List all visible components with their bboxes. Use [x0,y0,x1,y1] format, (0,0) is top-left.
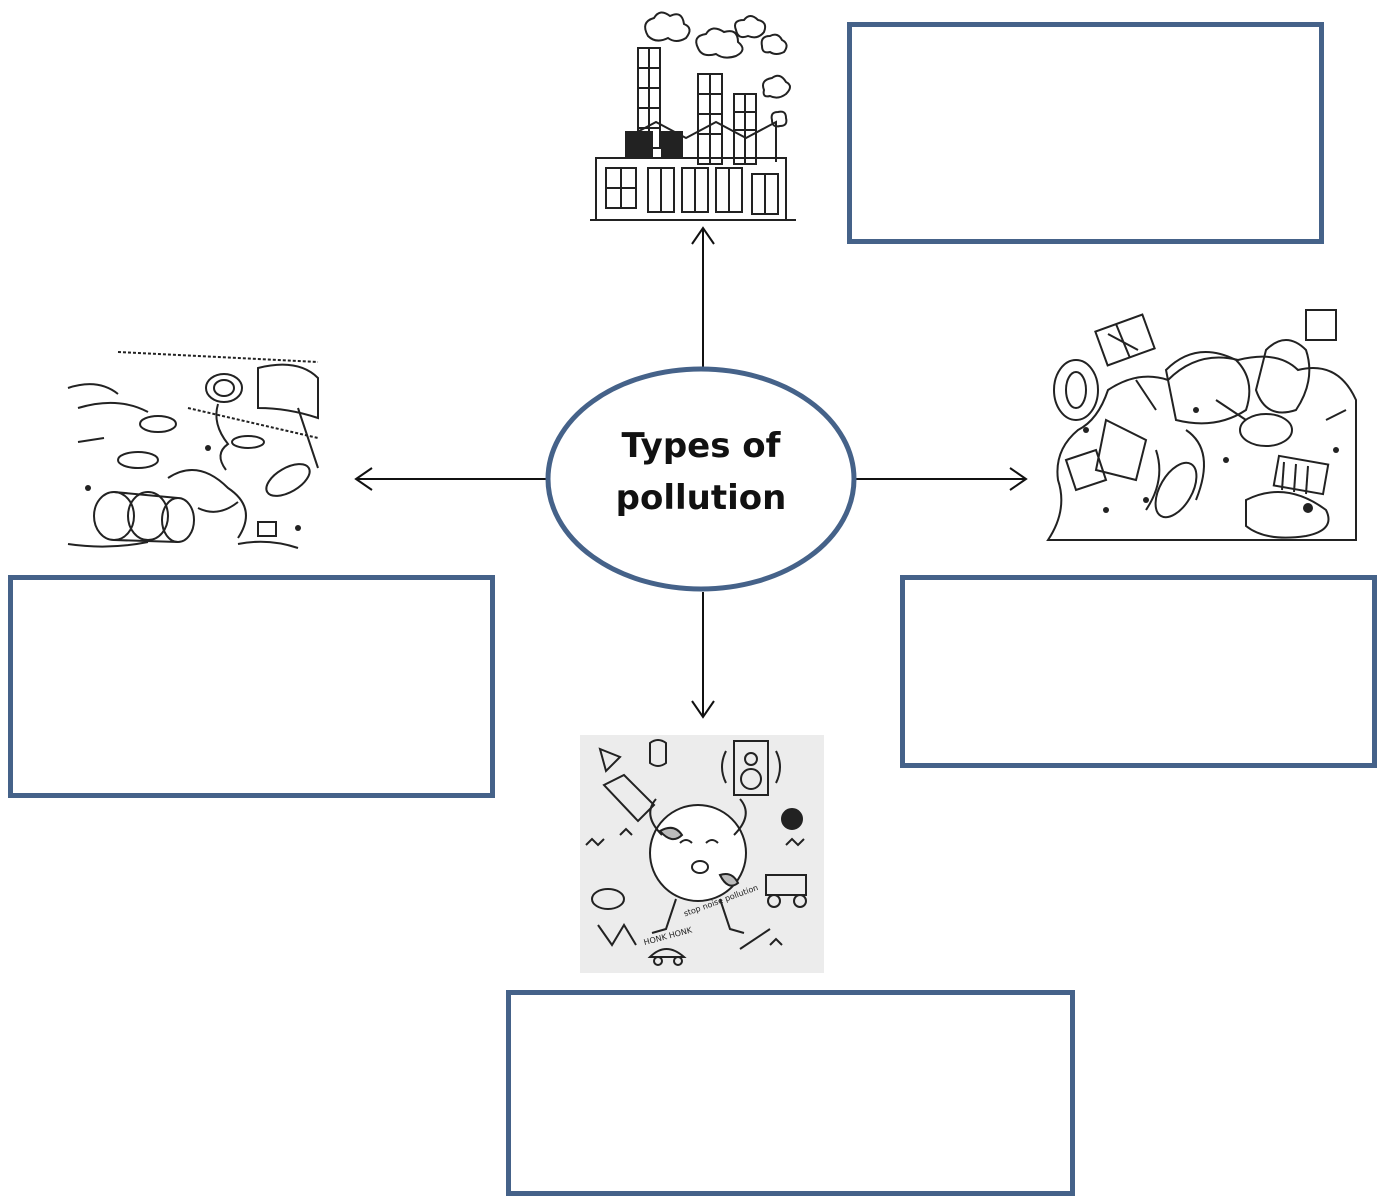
center-ellipse [545,366,857,592]
polluted-water-icon [67,351,319,549]
noise-caption-honk: HONK HONK [643,925,694,947]
noisy-earth-icon: stop noise pollution HONK HONK [585,739,807,966]
center-title-line1: Types of [621,426,781,466]
answer-box-land[interactable] [900,575,1377,768]
garbage-heap-icon [1046,309,1357,541]
center-title: Types of pollution [548,420,854,524]
factory-icon [590,11,796,221]
answer-box-water[interactable] [8,575,495,798]
answer-box-noise[interactable] [506,990,1075,1196]
answer-box-air[interactable] [847,22,1324,244]
center-title-line2: pollution [615,478,787,518]
